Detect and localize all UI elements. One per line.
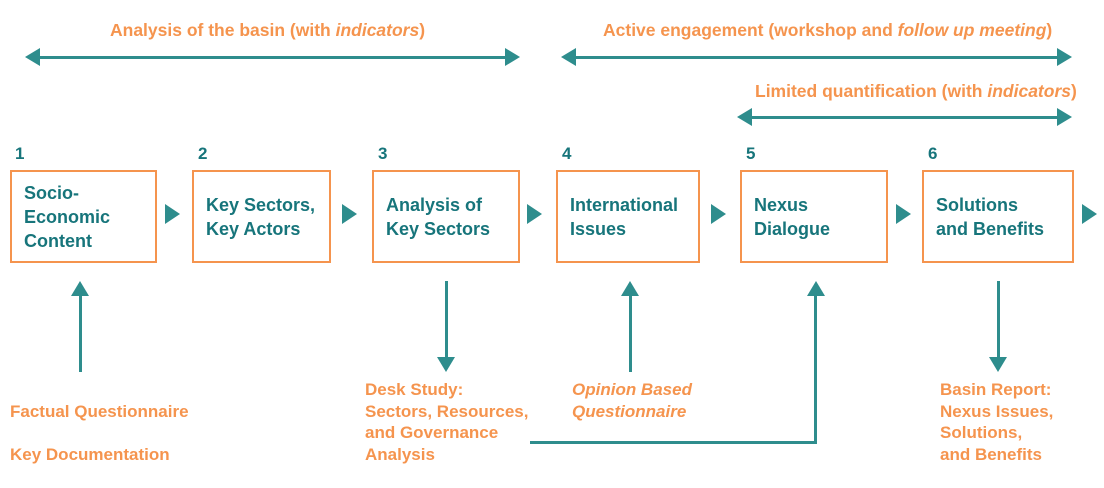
- step-box-socio-economic-content[interactable]: Socio-Economic Content: [10, 170, 157, 263]
- flow-arrow-icon-2-to-3: [342, 204, 357, 224]
- caption-line-italic: Factual Questionnaire: [10, 401, 189, 421]
- arrow-head-left-icon: [737, 108, 752, 126]
- phase-label-limited-quantification: Limited quantification (with indicators): [755, 81, 1077, 101]
- caption-desk-study: Desk Study: Sectors, Resources, and Gove…: [365, 380, 529, 464]
- phase-2-text-italic: follow up meeting: [897, 20, 1047, 40]
- arrow-rail: [575, 55, 1058, 59]
- phase-2-text-before: Active engagement (workshop and: [603, 20, 898, 40]
- flow-arrow-icon-4-to-5: [711, 204, 726, 224]
- flow-arrow-icon-output: [1082, 204, 1097, 224]
- step-label-1: Socio-Economic Content: [24, 182, 111, 251]
- step-number-2: 2: [198, 144, 208, 163]
- step-number-6: 6: [928, 144, 938, 163]
- caption-factual-questionnaire: Factual Questionnaire Key Documentation: [10, 379, 189, 487]
- connector-stem: [444, 281, 448, 358]
- step-box-key-sectors-key-actors[interactable]: Key Sectors, Key Actors: [192, 170, 331, 263]
- connector-horizontal-stem: [530, 441, 817, 444]
- step-box-analysis-of-key-sectors[interactable]: Analysis of Key Sectors: [372, 170, 520, 263]
- phase-1-text-italic: indicators: [335, 20, 420, 40]
- phase-3-text-before: Limited quantification (with: [755, 81, 988, 101]
- arrow-head-down-icon: [437, 357, 455, 372]
- phase-label-analysis-of-basin: Analysis of the basin (with indicators): [110, 20, 425, 40]
- step-number-4: 4: [562, 144, 572, 163]
- caption-line-plain: Key Documentation: [10, 444, 170, 464]
- arrow-head-right-icon: [1057, 48, 1072, 66]
- connector-vertical-stem: [814, 295, 817, 442]
- connector-stem: [628, 295, 632, 372]
- arrow-head-up-icon: [71, 281, 89, 296]
- step-label-3: Analysis of Key Sectors: [386, 194, 491, 239]
- flow-arrow-icon-5-to-6: [896, 204, 911, 224]
- step-label-2: Key Sectors, Key Actors: [206, 194, 316, 239]
- flow-arrow-icon-1-to-2: [165, 204, 180, 224]
- phase-3-text-italic: indicators: [987, 81, 1071, 101]
- arrow-rail: [751, 115, 1058, 119]
- phase-3-text-after: ): [1071, 81, 1077, 101]
- connector-stem: [78, 295, 82, 372]
- arrow-head-left-icon: [25, 48, 40, 66]
- arrow-head-right-icon: [1057, 108, 1072, 126]
- arrow-head-up-icon: [806, 281, 825, 296]
- phase-1-text-before: Analysis of the basin (with: [110, 20, 336, 40]
- step-number-5: 5: [746, 144, 756, 163]
- caption-basin-report: Basin Report: Nexus Issues, Solutions, a…: [940, 380, 1054, 464]
- phase-2-text-after: ): [1046, 20, 1053, 40]
- arrow-head-up-icon: [621, 281, 639, 296]
- step-number-3: 3: [378, 144, 388, 163]
- phase-1-text-after: ): [419, 20, 426, 40]
- arrow-head-left-icon: [561, 48, 576, 66]
- step-number-1: 1: [15, 144, 25, 163]
- arrow-rail: [39, 55, 506, 59]
- caption-opinion-based-questionnaire: Opinion Based Questionnaire: [572, 380, 692, 421]
- flow-arrow-icon-3-to-4: [527, 204, 542, 224]
- step-box-nexus-dialogue[interactable]: Nexus Dialogue: [740, 170, 888, 263]
- phase-label-active-engagement: Active engagement (workshop and follow u…: [603, 20, 1052, 40]
- arrow-head-down-icon: [989, 357, 1007, 372]
- step-box-international-issues[interactable]: International Issues: [556, 170, 700, 263]
- step-box-solutions-and-benefits[interactable]: Solutions and Benefits: [922, 170, 1074, 263]
- step-label-6: Solutions and Benefits: [936, 194, 1045, 239]
- step-label-4: International Issues: [570, 194, 679, 239]
- connector-stem: [996, 281, 1000, 358]
- arrow-head-right-icon: [505, 48, 520, 66]
- step-label-5: Nexus Dialogue: [754, 194, 831, 239]
